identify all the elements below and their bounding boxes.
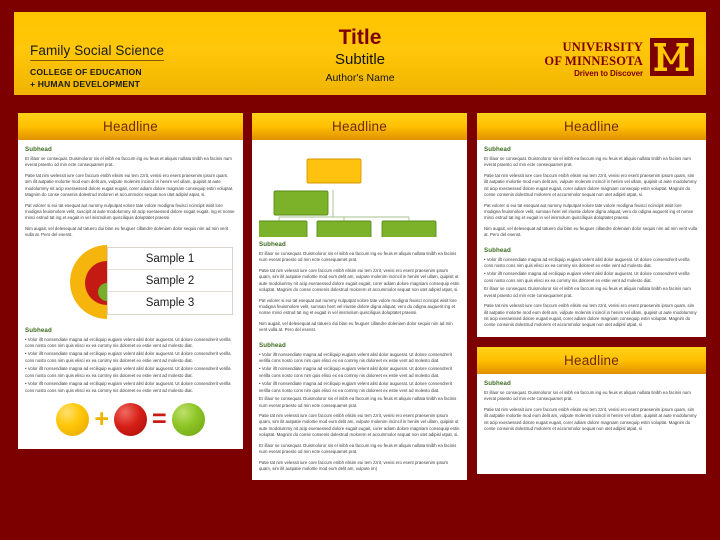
page-subtitle: Subtitle: [334, 51, 386, 69]
org-chart-diagram: [252, 151, 460, 244]
headline-bar-right-top: Headline: [477, 113, 706, 140]
green-circle-icon: [171, 403, 205, 437]
page-title: Title: [338, 26, 382, 49]
circle-equation-graphic: + =: [25, 396, 236, 441]
poster-header: Family Social Science COLLEGE OF EDUCATI…: [14, 12, 706, 95]
legend-item: Sample 1: [108, 248, 232, 270]
headline-bar-left: Headline: [18, 113, 243, 140]
paragraph: Er illaor se consequat. Duismoloror sis …: [484, 286, 691, 298]
bullet-item: • Volor illt nonsendiate magna ad ercili…: [484, 271, 690, 283]
paragraph: Er illaor se consequat. Duismoloror sis …: [259, 396, 457, 408]
semicircle-chart-icon: [70, 244, 107, 319]
paragraph: Pat volorer si eui tat esequat aut nummy…: [259, 297, 457, 316]
subhead: Subhead: [259, 241, 286, 248]
column-left: Headline Subhead Er illaor se consequat.…: [18, 113, 243, 459]
headline-label: Headline: [564, 352, 619, 368]
university-line-2: OF MINNESOTA: [544, 54, 643, 69]
paragraph: Pat volorer si eui tat esequat aut nummy…: [25, 202, 235, 221]
panel-body-left: Subhead Er illaor se consequat. Duismolo…: [18, 140, 243, 449]
department-branding: Family Social Science COLLEGE OF EDUCATI…: [30, 42, 260, 91]
subhead: Subhead: [484, 146, 511, 153]
headline-label: Headline: [332, 119, 387, 134]
college-name: COLLEGE OF EDUCATION + HUMAN DEVELOPMENT: [30, 66, 260, 91]
paragraph: Patie tat nim velessit iure core faccum …: [259, 413, 460, 438]
subhead: Subhead: [259, 341, 286, 349]
bullet-item: • Volor illt nonsendiate magna ad ercili…: [259, 366, 452, 378]
paragraph: Nim augait, vel delesequat ad tatuero du…: [484, 225, 698, 238]
legend-item: Sample 2: [108, 270, 232, 292]
plus-icon: +: [94, 405, 109, 434]
college-line-2: + HUMAN DEVELOPMENT: [30, 79, 141, 90]
panel-left: Headline Subhead Er illaor se consequat.…: [18, 113, 243, 450]
university-line-1: UNIVERSITY: [562, 40, 643, 55]
university-branding: UNIVERSITY OF MINNESOTA Driven to Discov…: [544, 38, 694, 81]
author-name: Author's Name: [325, 72, 395, 85]
subhead: Subhead: [484, 246, 511, 254]
umn-m-logo-icon: [650, 38, 694, 81]
subhead: Subhead: [25, 326, 52, 334]
paragraph: Er illaor se consequat. Duismoloror sis …: [484, 389, 691, 402]
gold-circle-icon: [56, 403, 90, 437]
college-line-1: COLLEGE OF EDUCATION: [30, 67, 142, 77]
paragraph: Patie tat nim welessit iure core faccum …: [25, 172, 234, 198]
paragraph: Nim augait, vel delesequat ad tatuero du…: [25, 225, 229, 238]
university-tagline: Driven to Discover: [574, 69, 643, 79]
bullet-item: • Volor illt nonsendiate magna ad ercili…: [25, 381, 231, 393]
equals-icon: =: [152, 405, 167, 434]
paragraph: Patie tat nim velessit iure core faccum …: [259, 459, 449, 471]
bullet-item: • Volor illt nonsendiate magna ad ercili…: [259, 351, 452, 364]
chart-legend: Sample 1 Sample 2 Sample 3: [107, 246, 233, 315]
legend-item: Sample 3: [145, 296, 195, 309]
panel-body-middle: Subhead Er illaor se consequat. Duismolo…: [252, 140, 467, 480]
concentric-semicircle-chart: Sample 1 Sample 2 Sample 3: [25, 243, 236, 321]
hierarchy-chart-icon: [252, 158, 437, 244]
bullet-item: • Volor illt nonsendiate magna ad ercili…: [259, 381, 452, 393]
paragraph: Pat volorer si eui tat esequat aut nummy…: [484, 202, 694, 221]
bullet-item: • Volor illt nonsendiate magna ad ercili…: [484, 256, 690, 269]
headline-label: Headline: [103, 119, 158, 134]
paragraph: Patie tat nim velessit iure core faccum …: [484, 172, 697, 198]
paragraph: Patie tat nim velessit iure core faccum …: [484, 406, 697, 431]
paragraph: Patie tat nim velessit iure core faccum …: [259, 267, 460, 293]
red-circle-icon: [114, 403, 147, 437]
headline-label: Headline: [564, 119, 619, 134]
column-right: Headline Subhead Er illaor se consequat.…: [477, 113, 706, 484]
university-wordmark: UNIVERSITY OF MINNESOTA Driven to Discov…: [544, 40, 643, 79]
subhead: Subhead: [25, 146, 52, 153]
panel-right-bottom: Headline Subhead Er illaor se consequat.…: [477, 346, 706, 474]
column-middle: Headline Subhead Er illaor: [252, 113, 467, 490]
bullet-item: • Volor illt nonsendiate magna ad ercili…: [25, 336, 231, 349]
bullet-item: • Volor illt nonsendiate magna ad ercili…: [25, 351, 231, 363]
subhead: Subhead: [484, 379, 511, 387]
bullet-item: • Volor illt nonsendiate magna ad ercili…: [25, 366, 231, 378]
paragraph: Nim augait, vel delesequat ad tatuero du…: [259, 320, 453, 333]
headline-bar-right-bottom: Headline: [477, 346, 706, 374]
panel-middle: Headline Subhead Er illaor: [252, 113, 467, 481]
panel-body-right-top: Subhead Er illaor se consequat. Duismolo…: [477, 140, 706, 337]
paragraph: Er illaor se consequat. Duismoloror sis …: [259, 442, 457, 455]
panel-body-right-bottom: Subhead Er illaor se consequat. Duismolo…: [477, 374, 706, 474]
poster-title-block: Title Subtitle Author's Name: [14, 26, 706, 84]
paragraph: Er illaor se consequat. Duismoloror sis …: [259, 251, 457, 263]
paragraph: Er illaor se consequat. Duismoloror sis …: [484, 156, 691, 168]
paragraph: Er illaor se consequat. Duismoloror sis …: [25, 156, 232, 168]
panel-right-top: Headline Subhead Er illaor se consequat.…: [477, 113, 706, 337]
paragraph: Patie tat nim velessit iure core faccum …: [484, 303, 697, 328]
department-name: Family Social Science: [30, 43, 165, 61]
headline-bar-middle: Headline: [252, 113, 467, 140]
